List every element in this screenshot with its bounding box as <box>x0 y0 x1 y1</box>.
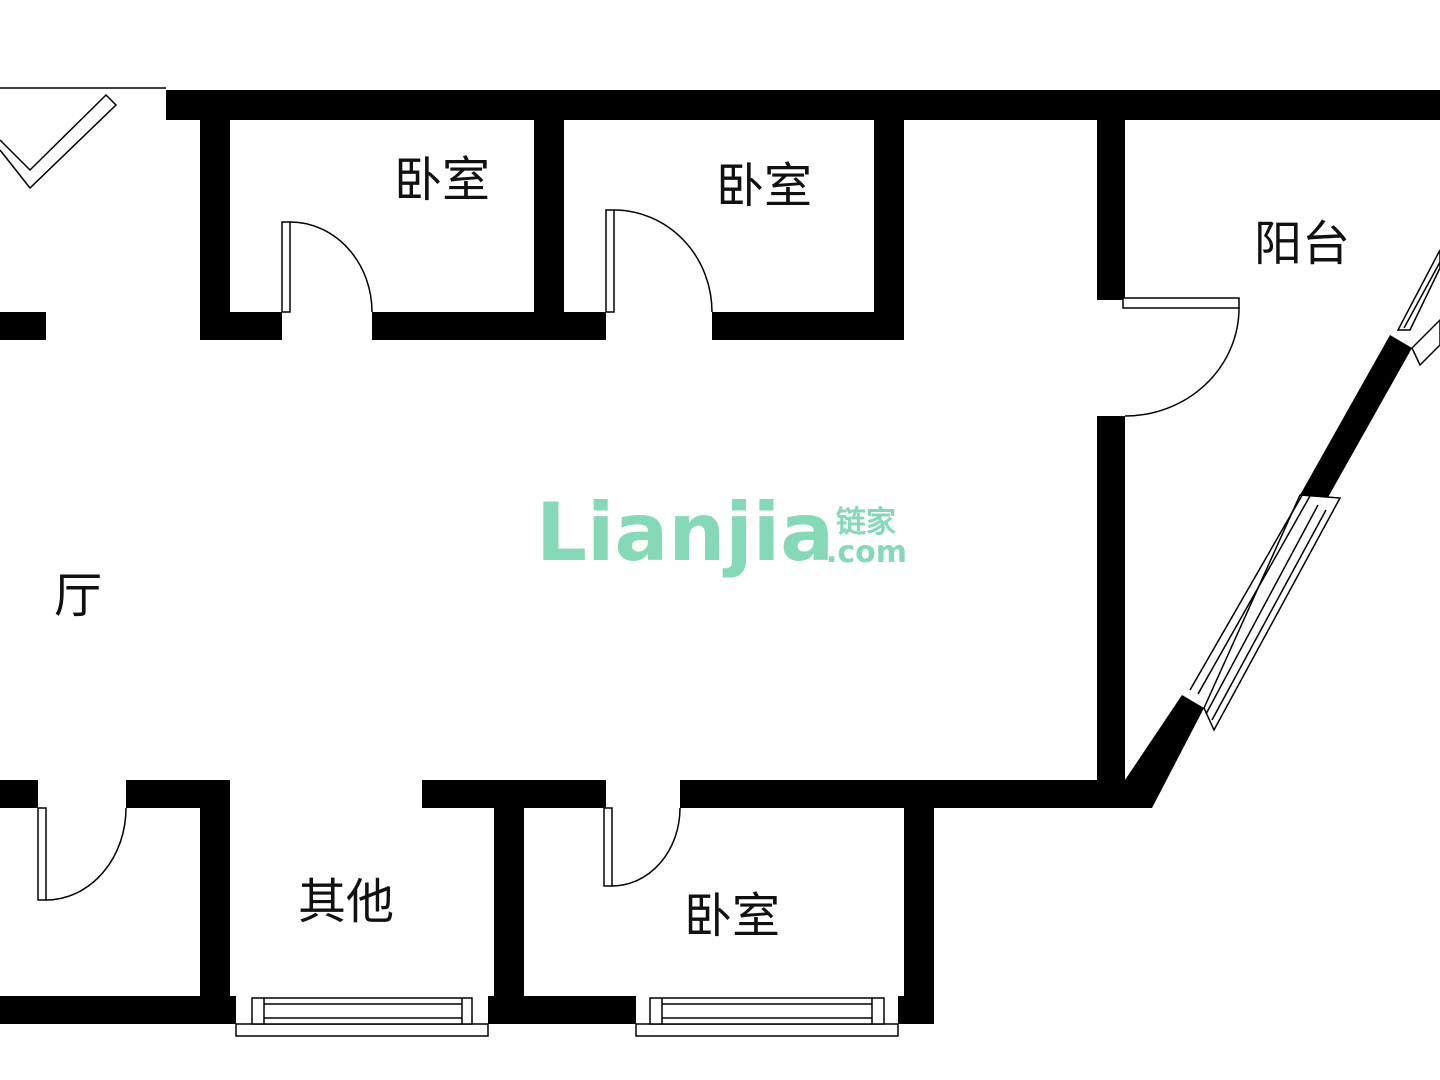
window-top-left-outer <box>0 93 118 190</box>
watermark-brand: Lianjia <box>536 486 834 579</box>
wall-top <box>166 90 1440 120</box>
wall-bedroom2-right <box>874 90 904 340</box>
room-label-bedroom-1: 卧室 <box>394 152 490 208</box>
room-label-hall: 厅 <box>54 568 102 624</box>
walls <box>0 90 1440 1024</box>
wall-bedroom1-bottom-a <box>200 312 282 340</box>
windows <box>0 87 1440 1037</box>
wall-balcony-upper <box>1097 90 1125 300</box>
door-balcony <box>1122 297 1240 417</box>
wall-balcony-lower <box>1097 416 1125 808</box>
wall-lower-2 <box>494 808 524 1024</box>
window-bottom-1 <box>235 997 489 1037</box>
room-label-bedroom-2: 卧室 <box>716 158 812 214</box>
door-bedroom-2 <box>605 209 713 313</box>
window-bottom-2 <box>635 997 899 1037</box>
wall-hall-bottom-c <box>422 780 606 808</box>
watermark-brand-cn: 链家 <box>836 505 896 540</box>
room-label-other: 其他 <box>298 874 394 930</box>
wall-bedroom2-bottom <box>712 312 904 340</box>
wall-hall-bottom-a <box>0 780 38 808</box>
window-diagonal <box>1189 249 1440 732</box>
watermark-logo: Lianjia 链家 .com <box>536 486 907 579</box>
wall-bottom-b <box>488 996 636 1024</box>
door-bedroom-1 <box>281 221 373 313</box>
wall-bottom-c <box>898 996 934 1024</box>
wall-left-stub <box>0 312 46 340</box>
watermark-domain: .com <box>826 535 907 570</box>
door-bedroom-3 <box>603 807 681 887</box>
wall-bedroom-divider <box>534 90 564 340</box>
wall-lower-3 <box>904 808 934 1024</box>
wall-diagonal-mid <box>1300 335 1412 508</box>
door-lower-left <box>37 807 127 901</box>
wall-bedroom1-bottom-b <box>372 312 606 340</box>
wall-hall-bottom-d <box>680 780 1140 808</box>
room-label-balcony: 阳台 <box>1254 216 1350 272</box>
wall-bedroom1-left <box>200 90 230 340</box>
room-label-bedroom-3: 卧室 <box>684 888 780 944</box>
wall-bottom-a <box>0 996 236 1024</box>
doors <box>37 209 1240 901</box>
wall-diagonal-lower <box>1125 695 1204 808</box>
wall-lower-1 <box>200 780 230 1024</box>
